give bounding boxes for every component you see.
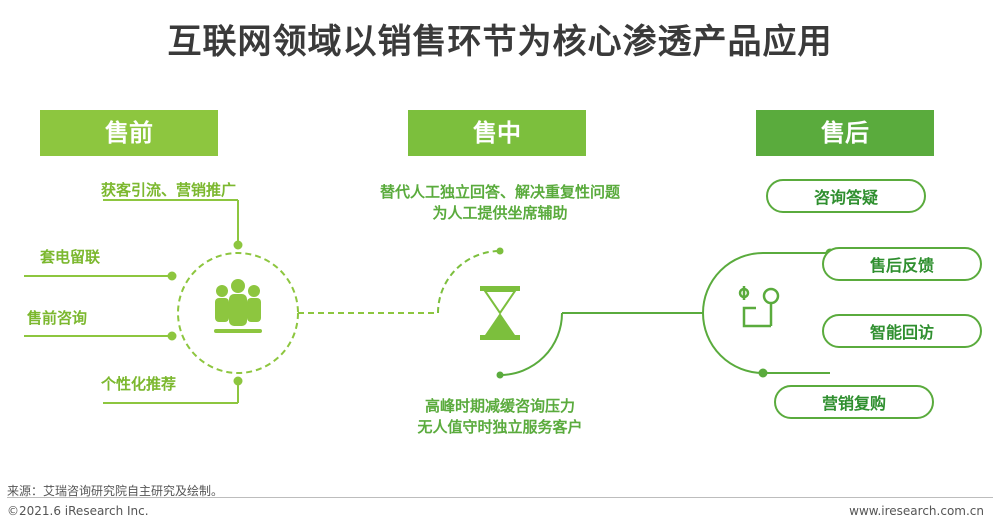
mid-bottom-line-2: 无人值守时独立服务客户 [417, 418, 583, 436]
mid-arc-bottom [499, 312, 563, 376]
mid-top-line-2: 为人工提供坐席辅助 [432, 204, 568, 222]
post-arc [702, 252, 764, 374]
pre-item-3: 售前咨询 [27, 309, 88, 327]
hourglass-icon [480, 286, 520, 340]
post-item-feedback: 售后反馈 [822, 247, 982, 281]
headset-icon [738, 286, 780, 328]
mid-top-line-1: 替代人工独立回答、解决重复性问题 [379, 183, 620, 201]
mid-arc-top [437, 250, 501, 314]
pre-item-1: 获客引流、营销推广 [101, 181, 237, 199]
stage-pre-sale: 售前 [40, 110, 218, 156]
pre-item-2: 套电留联 [40, 248, 101, 266]
pre-sale-lines [24, 199, 243, 404]
website: www.iresearch.com.cn [849, 504, 984, 518]
people-group-icon [214, 279, 262, 333]
post-item-consult: 咨询答疑 [766, 179, 926, 213]
page-title: 互联网领域以销售环节为核心渗透产品应用 [167, 22, 833, 62]
footer-divider [7, 497, 993, 498]
stage-in-sale: 售中 [408, 110, 586, 156]
mid-bottom-line-1: 高峰时期减缓咨询压力 [424, 397, 575, 415]
copyright: ©2021.6 iResearch Inc. [7, 504, 149, 518]
post-item-repurchase: 营销复购 [774, 385, 934, 419]
post-item-revisit: 智能回访 [822, 314, 982, 348]
source-note: 来源：艾瑞咨询研究院自主研究及绘制。 [7, 484, 224, 498]
pre-item-4: 个性化推荐 [101, 375, 177, 393]
stage-post-sale: 售后 [756, 110, 934, 156]
